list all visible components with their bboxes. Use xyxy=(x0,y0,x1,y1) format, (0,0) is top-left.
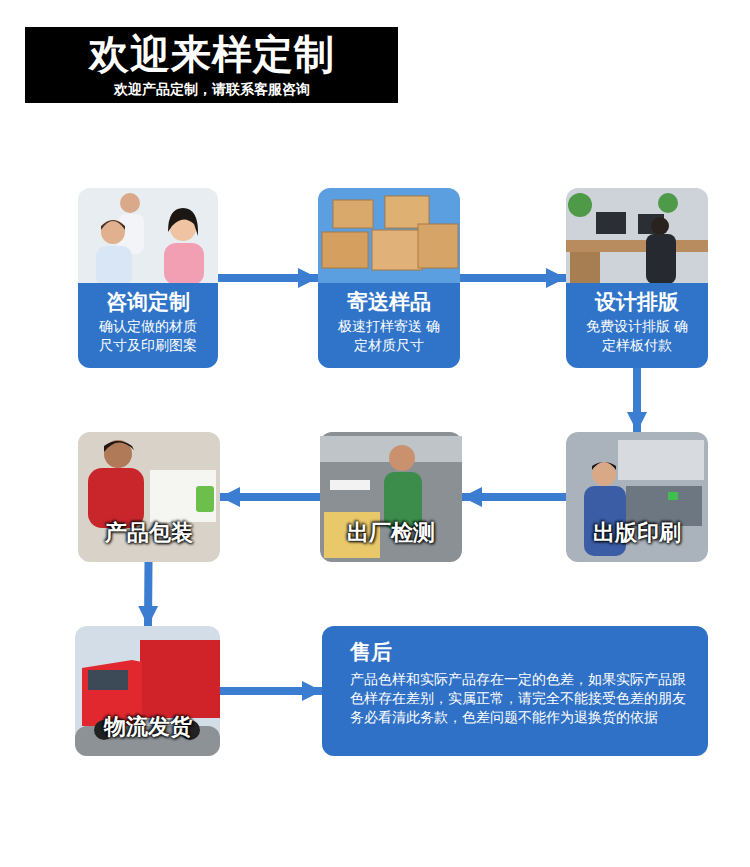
photo-machine xyxy=(618,440,704,480)
photo-hair xyxy=(104,441,134,452)
photo-step: 物流发货 xyxy=(75,626,220,756)
title-banner xyxy=(25,27,398,103)
photo-truck xyxy=(75,626,220,756)
photo-step: 出厂检测 xyxy=(320,432,462,562)
photo-factory xyxy=(320,432,462,562)
photo-paper xyxy=(150,470,216,522)
photo-boxes xyxy=(318,188,460,368)
photo-person xyxy=(389,445,415,471)
photo-step: 出版印刷 xyxy=(566,432,708,562)
photo-hair xyxy=(592,462,616,470)
step-title: 设计排版 xyxy=(595,289,679,315)
flow-arrow xyxy=(144,562,152,626)
flow-arrow xyxy=(462,493,566,501)
photo-packing xyxy=(78,432,220,562)
photo-windshield xyxy=(88,670,128,690)
photo-step: 产品包装 xyxy=(78,432,220,562)
banner-subtitle: 欢迎产品定制，请联系客服咨询 xyxy=(25,80,398,98)
step-description: 极速打样寄送 确定材质尺寸 xyxy=(335,317,443,355)
step-description: 产品色样和实际产品存在一定的色差，如果实际产品跟色样存在差别，实属正常，请完全不… xyxy=(350,670,690,727)
step-title: 寄送样品 xyxy=(347,289,431,315)
step-card: 寄送样品极速打样寄送 确定材质尺寸 xyxy=(318,188,460,368)
photo-office xyxy=(566,188,708,368)
photo-paper xyxy=(330,480,370,490)
step-title: 售后 xyxy=(350,638,690,666)
flow-arrow xyxy=(218,274,318,282)
flow-arrow xyxy=(460,274,566,282)
photo-call-center xyxy=(78,188,218,368)
step-description: 免费设计排版 确定样板付款 xyxy=(583,317,691,355)
step-card: 咨询定制确认定做的材质 尺寸及印刷图案 xyxy=(78,188,218,368)
photo-person xyxy=(592,462,616,486)
photo-light xyxy=(668,492,678,500)
note-panel: 售后产品色样和实际产品存在一定的色差，如果实际产品跟色样存在差别，实属正常，请完… xyxy=(322,626,708,756)
photo-truck-box xyxy=(140,640,220,718)
step-description: 确认定做的材质 尺寸及印刷图案 xyxy=(94,317,202,355)
flow-arrow xyxy=(633,368,641,432)
photo-printing xyxy=(566,432,708,562)
step-title: 咨询定制 xyxy=(106,289,190,315)
step-title: 出厂检测 xyxy=(347,518,435,548)
banner-title: 欢迎来样定制 xyxy=(25,30,398,78)
flow-arrow xyxy=(220,493,320,501)
photo-bag xyxy=(196,486,214,512)
step-card: 设计排版免费设计排版 确定样板付款 xyxy=(566,188,708,368)
step-title: 物流发货 xyxy=(104,712,192,742)
step-title: 出版印刷 xyxy=(593,518,681,548)
step-title: 产品包装 xyxy=(105,518,193,548)
flow-arrow xyxy=(220,687,322,695)
photo-person xyxy=(88,468,144,528)
